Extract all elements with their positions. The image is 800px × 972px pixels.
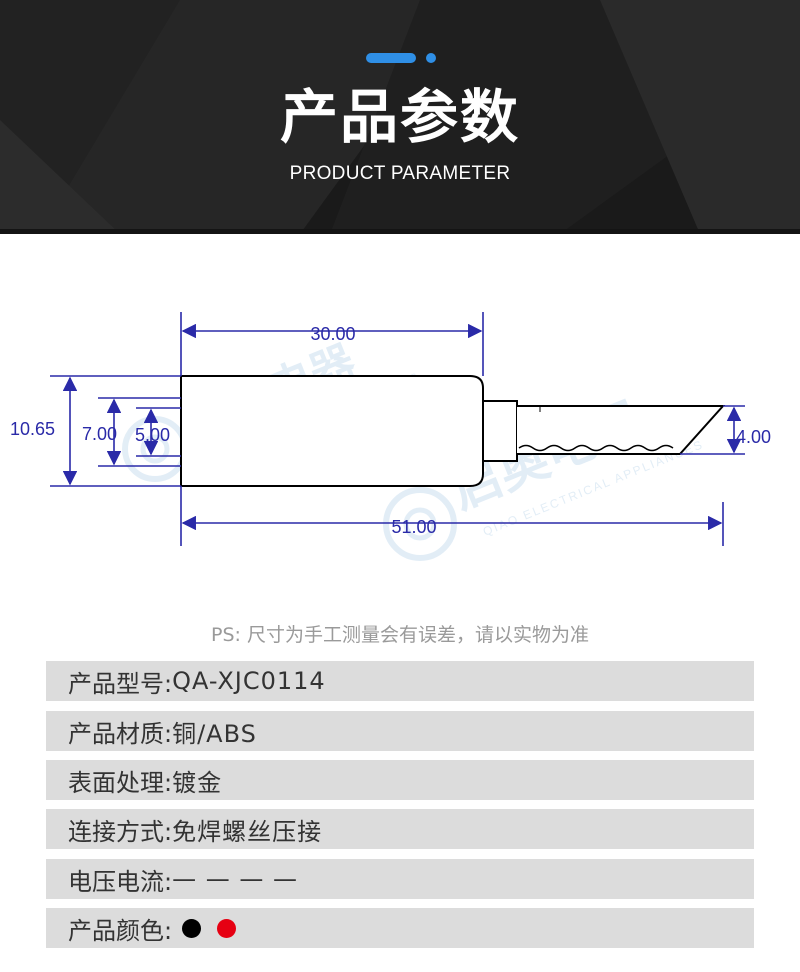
page-title: 产品参数 [279,83,520,151]
measurement-note: PS: 尺寸为手工测量会有误差，请以实物为准 [211,624,589,646]
spec-value: QA-XJC0114 [172,667,326,695]
spec-label: 产品颜色: [68,916,173,945]
dim-length-51: 51.00 [391,517,436,537]
dim-diameter-5: 5.00 [135,425,170,445]
dim-pin-width-4: 4.00 [736,427,771,447]
part-outline [180,375,726,487]
page-subtitle: PRODUCT PARAMETER [289,163,511,184]
spec-row-finish: 表面处理: 镀金 [46,760,754,800]
color-swatch-red [217,918,237,938]
spec-label: 电压电流: [68,867,173,896]
spec-label: 连接方式: [68,817,173,846]
accent-dot [426,53,436,63]
dim-diameter-7: 7.00 [82,424,117,444]
spec-row-connection: 连接方式: 免焊螺丝压接 [46,809,754,849]
dim-length-30: 30.00 [310,324,355,344]
header-banner: 产品参数 PRODUCT PARAMETER [0,0,800,234]
terminal-body [180,375,484,487]
dimension-lines [50,312,745,546]
color-swatch-black [182,918,202,938]
technical-drawing: 启奥电器 QIAO ELECTRICAL APPLIANCES 启奥电器 QIA… [10,312,771,561]
spec-label: 产品型号: [68,669,173,698]
terminal-pin [517,405,726,455]
spec-value: — — — — [172,865,298,893]
spec-row-material: 产品材质: 铜/ABS [46,711,754,751]
spec-label: 表面处理: [68,768,173,797]
terminal-neck [482,400,518,462]
spec-row-rating: 电压电流: — — — — [46,859,754,899]
accent-bar [366,53,416,63]
dim-diameter-10-65: 10.65 [10,419,55,439]
spec-value: 镀金 [172,768,223,797]
spec-label: 产品材质: [68,719,173,748]
spec-value: 铜/ABS [172,719,257,748]
spec-value: 免焊螺丝压接 [172,817,323,846]
pin-serration [518,444,674,452]
banner-background [0,0,800,234]
spec-row-model: 产品型号: QA-XJC0114 [46,661,754,701]
spec-row-color: 产品颜色: [46,908,754,948]
